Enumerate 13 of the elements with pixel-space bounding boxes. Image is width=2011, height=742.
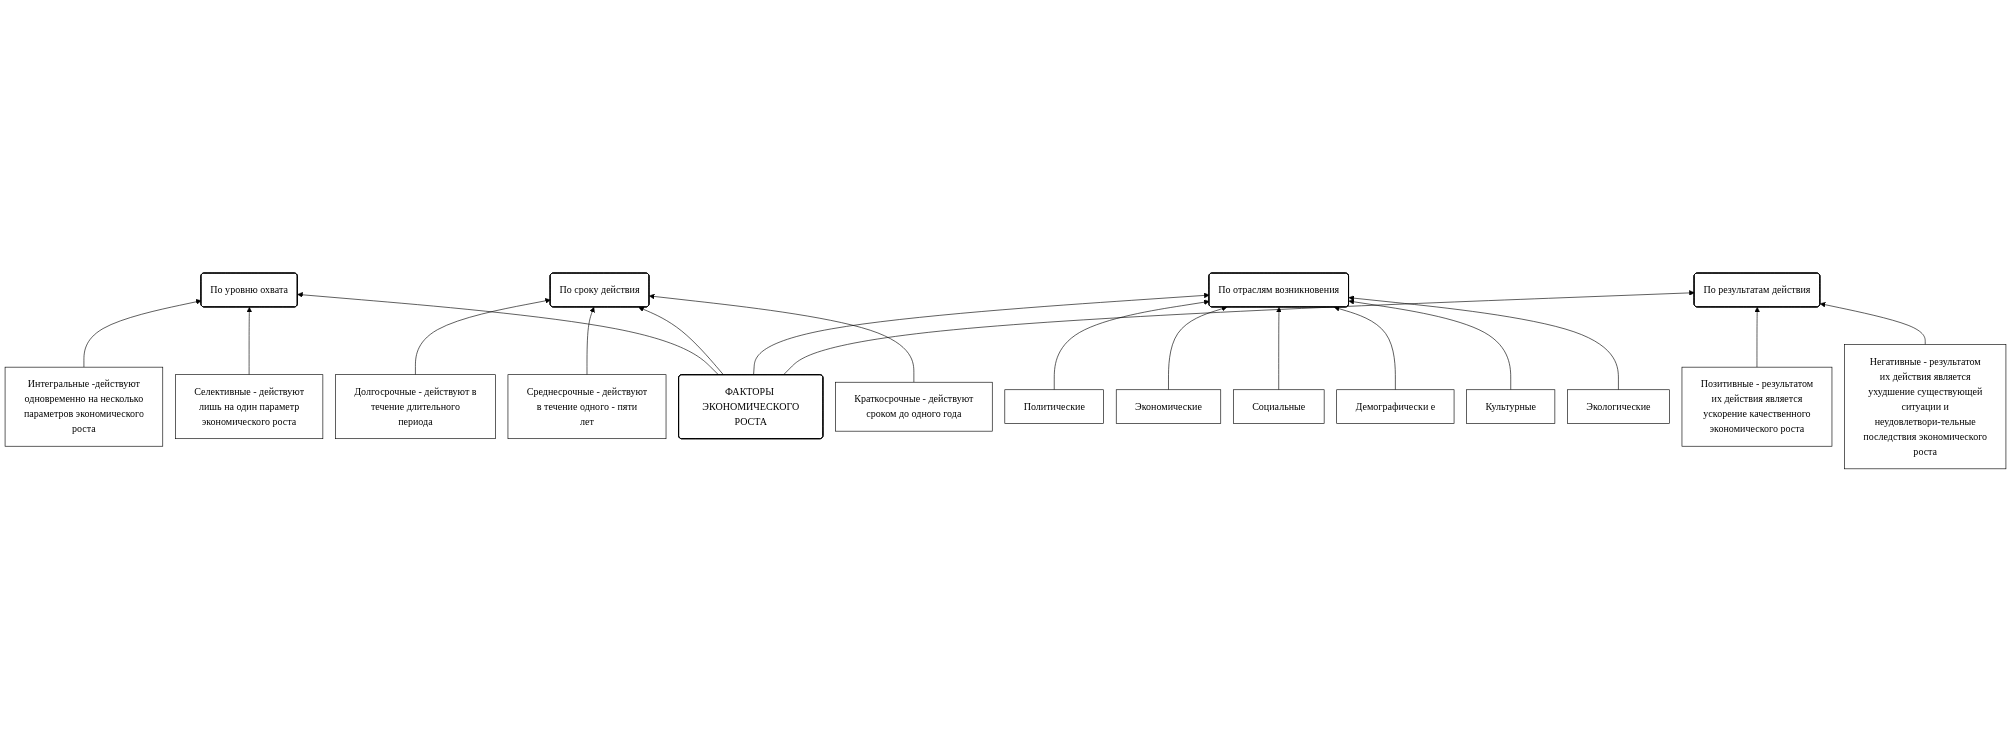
- node-box: Позитивные - результатом их действия является ускорение качественного экономического роста: [1681, 366, 1833, 447]
- node-box: Среднесрочные - действуют в течение одного - пяти лет: [507, 374, 667, 440]
- node-box: Социальные: [1233, 389, 1325, 425]
- node-box: Краткосрочные - действуют сроком до одного года: [835, 382, 993, 432]
- node-box: Экологические: [1567, 389, 1670, 425]
- node-box: Интегральные -действуют одновременно на несколько параметров экономического роста: [4, 366, 164, 447]
- node-box: Негативные - результатом их действия является ухудшение существующей ситуации и неудовлетвори-тельные последствия экономического роста: [1844, 344, 2007, 470]
- node-box: Экономические: [1115, 389, 1222, 425]
- node-box: Селективные - действуют лишь на один параметр экономического роста: [175, 374, 324, 440]
- node-box: Культурные: [1466, 389, 1556, 425]
- node-box: Долгосрочные - действуют в течение длительного периода: [335, 374, 496, 440]
- node-box: Политические: [1004, 389, 1104, 425]
- node-box: Демографически е: [1336, 389, 1455, 425]
